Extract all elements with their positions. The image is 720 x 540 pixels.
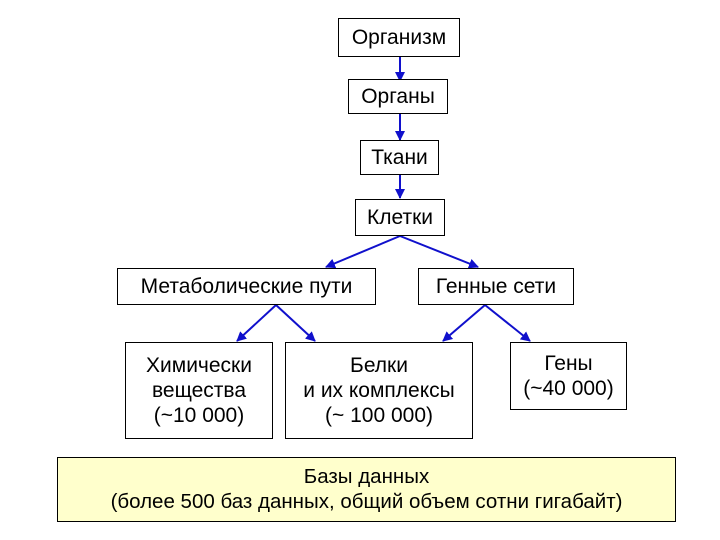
node-genes-line-2: (~40 000) [523, 377, 614, 400]
node-metabolic-paths-label: Метаболические пути [140, 274, 353, 298]
node-gene-networks-label: Генные сети [435, 274, 557, 298]
node-chemicals-line-1: Химически [146, 353, 252, 377]
arrow-genenets-proteins [442, 304, 486, 342]
node-tissues-label: Ткани [371, 145, 428, 169]
arrow-genenets-genes [484, 304, 531, 342]
databases-title: Базы данных [303, 464, 430, 488]
node-organs-label: Органы [361, 84, 435, 108]
node-chemicals: Химически вещества (~10 000) [125, 342, 273, 439]
node-organs: Органы [348, 79, 448, 114]
arrow-metabolic-proteins [275, 304, 316, 342]
node-proteins-line-2: и их комплексы [303, 378, 455, 402]
node-organism-label: Организм [351, 25, 447, 49]
node-proteins-line-3: (~ 100 000) [325, 404, 433, 428]
node-chemicals-line-2: вещества [151, 378, 247, 402]
arrow-metabolic-chemicals [236, 304, 277, 342]
node-cells-label: Клетки [366, 205, 433, 229]
node-proteins: Белки и их комплексы (~ 100 000) [285, 342, 473, 439]
node-cells: Клетки [355, 199, 445, 236]
arrow-cells-genenets [399, 235, 479, 269]
node-proteins-line-1: Белки [350, 353, 408, 377]
databases-panel: Базы данных (более 500 баз данных, общий… [57, 457, 676, 522]
node-gene-networks: Генные сети [418, 268, 574, 305]
databases-subtitle: (более 500 баз данных, общий объем сотни… [110, 489, 623, 513]
node-tissues: Ткани [360, 140, 439, 175]
node-genes: Гены (~40 000) [510, 342, 627, 410]
node-organism: Организм [338, 18, 460, 57]
node-metabolic-paths: Метаболические пути [117, 268, 376, 305]
arrow-cells-metabolic [325, 235, 401, 269]
node-chemicals-line-3: (~10 000) [153, 404, 245, 428]
node-genes-line-1: Гены [544, 351, 593, 375]
